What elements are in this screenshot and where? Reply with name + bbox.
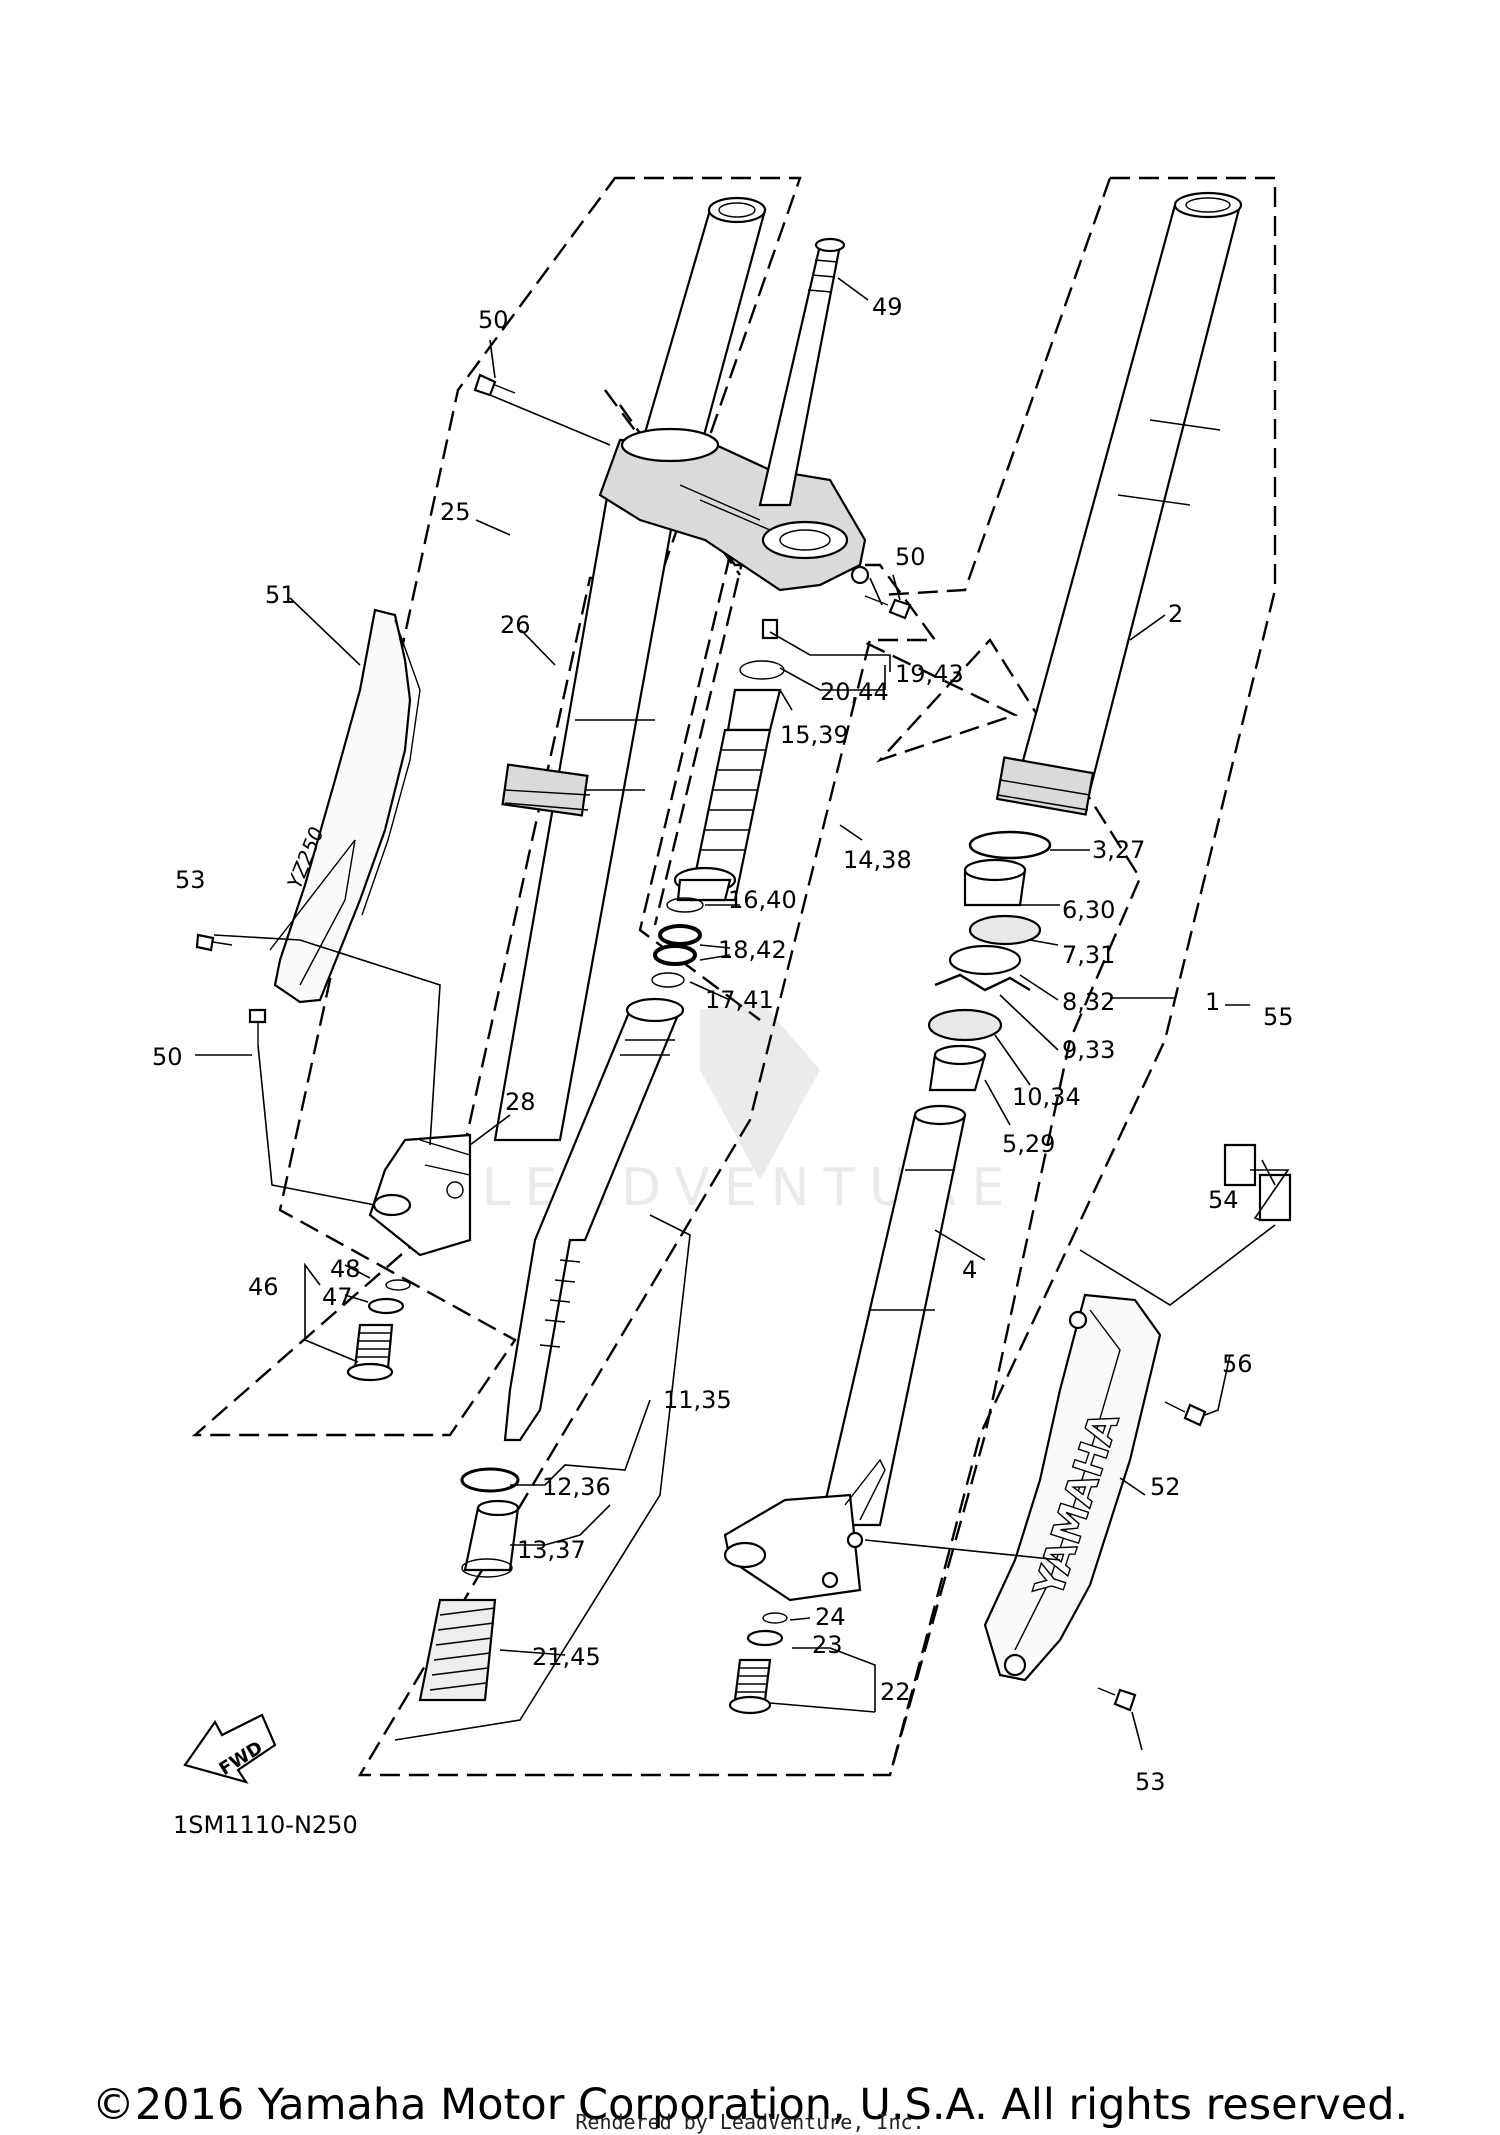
left-fork-guard: YZ250 <box>269 608 421 1004</box>
callout-28: 28 <box>505 1088 536 1116</box>
fork-cap-damper <box>651 618 785 988</box>
callout-50-right: 50 <box>895 543 926 571</box>
callout-19-43: 19,43 <box>895 660 964 688</box>
callout-2: 2 <box>1168 600 1183 628</box>
callout-15-39: 15,39 <box>780 721 849 749</box>
callout-56: 56 <box>1222 1350 1253 1378</box>
callout-14-38: 14,38 <box>843 846 912 874</box>
callout-51: 51 <box>265 581 296 609</box>
callout-53-lower: 53 <box>1135 1768 1166 1796</box>
callout-6-30: 6,30 <box>1062 896 1115 924</box>
callout-13-37: 13,37 <box>517 1536 586 1564</box>
callout-48: 48 <box>330 1255 361 1283</box>
callout-50-left: 50 <box>152 1043 183 1071</box>
upper-clamp-bracket <box>598 237 870 592</box>
callout-50-top: 50 <box>478 306 509 334</box>
callout-labels: 50 49 25 50 51 26 2 19,43 20,44 15,39 14… <box>152 293 1294 1796</box>
callout-22: 22 <box>880 1678 911 1706</box>
diagram-code: 1SM1110-N250 <box>173 1811 358 1839</box>
callout-24: 24 <box>815 1603 846 1631</box>
callout-21-45: 21,45 <box>532 1643 601 1671</box>
damper-rod-assembly <box>503 997 685 1442</box>
right-fork-guard: YAMAHA <box>983 1143 1292 1712</box>
callout-26: 26 <box>500 611 531 639</box>
callout-46: 46 <box>248 1273 279 1301</box>
callout-49: 49 <box>872 293 903 321</box>
callout-52: 52 <box>1150 1473 1181 1501</box>
callout-8-32: 8,32 <box>1062 988 1115 1016</box>
leader-lines <box>195 277 1290 1751</box>
copyright-notice: ©2016 Yamaha Motor Corporation, U.S.A. A… <box>91 2080 1409 2130</box>
callout-17-41: 17,41 <box>705 986 774 1014</box>
left-hardware <box>195 373 912 1382</box>
callout-11-35: 11,35 <box>663 1386 732 1414</box>
callout-53-upper: 53 <box>175 866 206 894</box>
callout-3-27: 3,27 <box>1092 836 1145 864</box>
callout-9-33: 9,33 <box>1062 1036 1115 1064</box>
callout-16-40: 16,40 <box>728 886 797 914</box>
callout-25: 25 <box>440 498 471 526</box>
callout-1: 1 <box>1205 988 1220 1016</box>
right-fork-tube <box>723 191 1243 1715</box>
callout-20-44: 20,44 <box>820 678 889 706</box>
callout-47: 47 <box>322 1283 353 1311</box>
callout-12-36: 12,36 <box>542 1473 611 1501</box>
callout-18-42: 18,42 <box>718 936 787 964</box>
callout-55: 55 <box>1263 1003 1294 1031</box>
callout-7-31: 7,31 <box>1062 941 1115 969</box>
callout-10-34: 10,34 <box>1012 1083 1081 1111</box>
callout-23: 23 <box>812 1631 843 1659</box>
left-fork-tube <box>368 196 767 1257</box>
fwd-arrow: FWD <box>183 1713 277 1784</box>
fork-spring-parts <box>418 1467 520 1702</box>
callout-5-29: 5,29 <box>1002 1130 1055 1158</box>
rendered-by-credit: Rendered by LeadVenture, Inc. <box>575 2110 925 2134</box>
callout-4: 4 <box>962 1256 977 1284</box>
callout-54: 54 <box>1208 1186 1239 1214</box>
